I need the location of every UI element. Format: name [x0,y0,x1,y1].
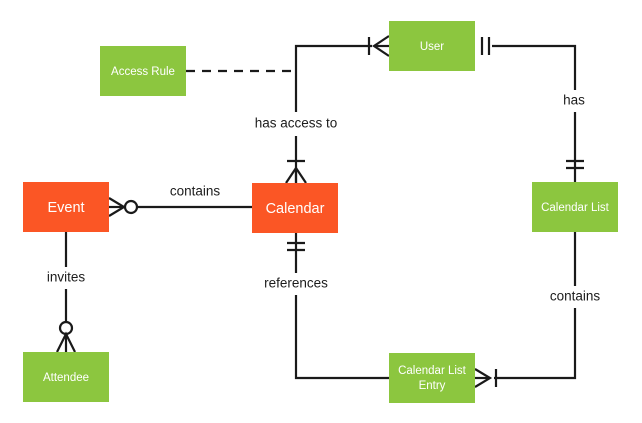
entity-calendar-label: Calendar [266,201,325,217]
entity-attendee[interactable]: Attendee [23,352,109,402]
edge-line-user-to-calendar-list-upper [492,44,577,90]
marker-user-right-double-tick [480,37,491,55]
entity-calendar-list-entry-label-line1: Calendar List [398,365,467,377]
marker-circle-event-right [123,199,139,215]
marker-calendar-list-top-double-tick [566,159,584,170]
marker-calendar-top-crowsfoot [285,159,307,184]
entity-calendar-list-entry-rect[interactable] [389,353,475,403]
entity-event[interactable]: Event [23,182,109,232]
edge-label-contains-calendar-list: contains [550,289,601,304]
entity-access-rule-rect[interactable] [100,46,186,96]
entity-user-rect[interactable] [389,21,475,71]
marker-entry-right-crowsfoot-tick [474,368,498,388]
edge-label-contains-event-calendar: contains [170,184,221,199]
entity-user-label: User [420,41,444,53]
edge-line-calendar-ref-lower [294,295,389,380]
edge-label-has: has [563,93,585,108]
entity-user[interactable]: User [389,21,475,71]
entity-calendar-list-rect[interactable] [532,182,618,232]
edge-line-user-access-trunk [294,44,372,112]
entity-calendar-list-entry-label-line2: Entry [419,380,446,392]
entity-attendee-label: Attendee [43,372,89,384]
edge-calendar-list-contains-entry [494,232,577,380]
entity-calendar[interactable]: Calendar [252,183,338,233]
edge-line-cl-contains-lower [494,308,577,380]
marker-attendee-top-crowsfoot-circle [56,320,76,353]
entity-event-label: Event [47,200,84,216]
entity-calendar-list-entry[interactable]: Calendar List Entry [389,353,475,403]
entity-calendar-list[interactable]: Calendar List [532,182,618,232]
marker-user-left-crowsfoot [367,35,390,57]
entity-calendar-rect[interactable] [252,183,338,233]
marker-calendar-bottom-double-tick [287,241,305,252]
edge-has-access-to [294,44,372,183]
marker-event-right-crowsfoot-circle [108,197,139,217]
edge-label-has-access-to: has access to [255,116,338,131]
edge-user-has-calendar-list [492,44,577,182]
entity-calendar-list-label: Calendar List [541,202,610,214]
entity-access-rule[interactable]: Access Rule [100,46,186,96]
entity-event-rect[interactable] [23,182,109,232]
edge-label-invites: invites [47,270,86,285]
edge-calendar-references-entry [294,233,389,380]
edge-label-references: references [264,276,328,291]
entity-access-rule-label: Access Rule [111,66,175,78]
entity-attendee-rect[interactable] [23,352,109,402]
